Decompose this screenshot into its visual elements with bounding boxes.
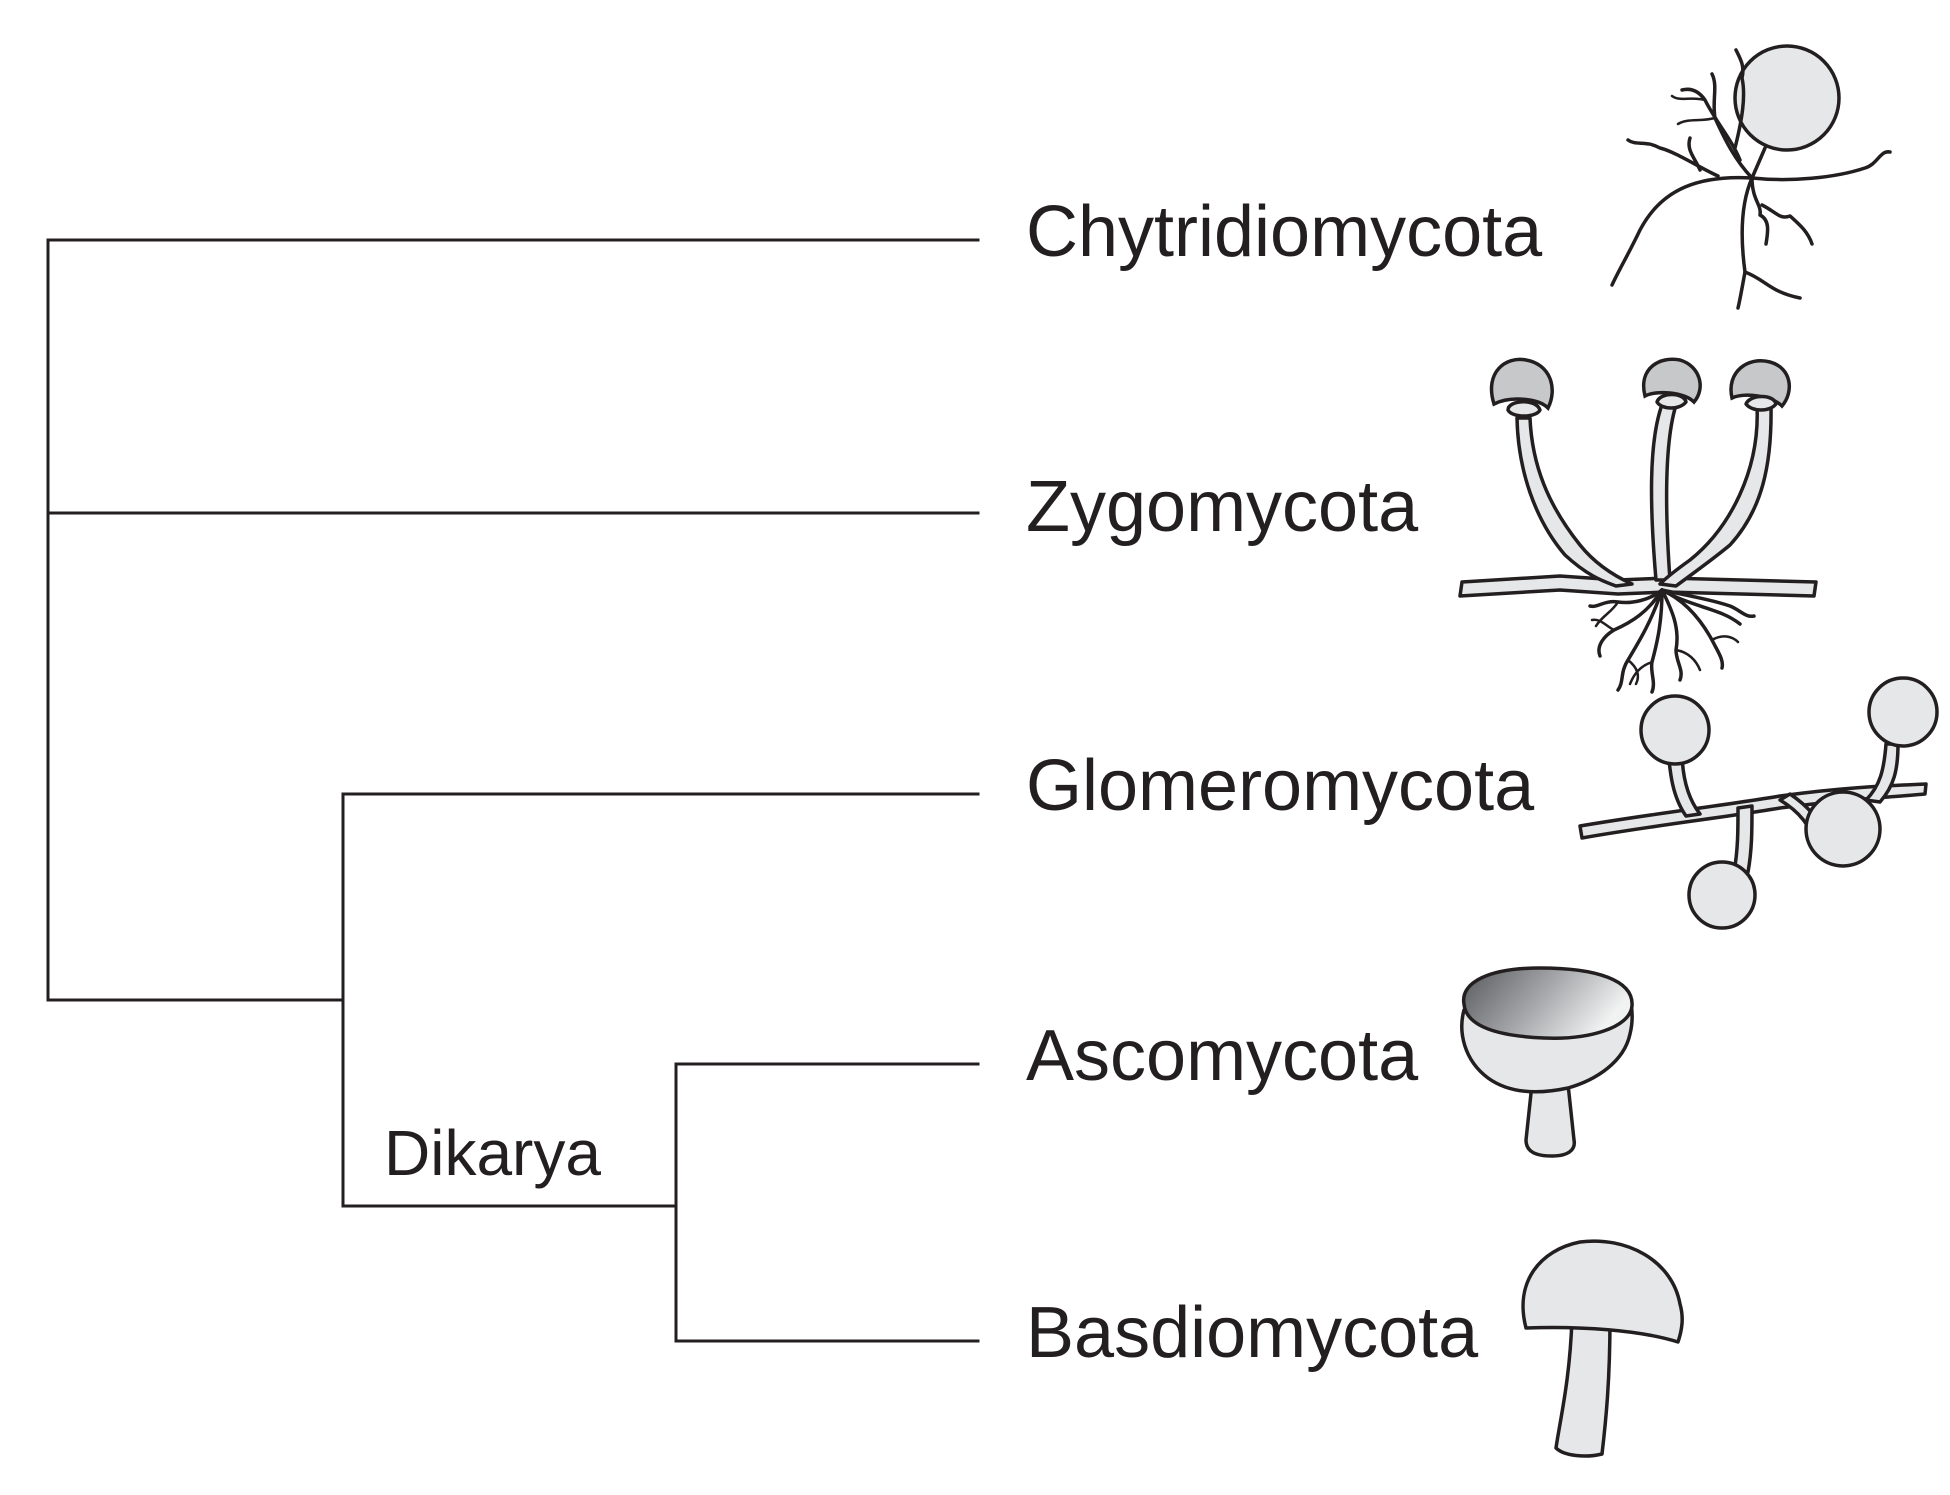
cup-fungus-icon [1460,966,1634,1158]
clade-label-dikarya: Dikarya [384,1117,601,1189]
glomeromycete-spores-icon [1578,676,1939,930]
taxon-labels: Chytridiomycota Zygomycota Glomeromycota… [1026,192,1543,1373]
label-glomeromycota: Glomeromycota [1026,746,1535,826]
label-chytridiomycota: Chytridiomycota [1026,192,1543,272]
rhizoids [1588,588,1756,694]
label-basidiomycota: Basdiomycota [1026,1293,1479,1373]
label-ascomycota: Ascomycota [1026,1016,1419,1096]
chytrid-sporangium-icon [1610,44,1892,310]
label-zygomycota: Zygomycota [1026,467,1419,547]
mushroom-icon [1521,1239,1684,1458]
tree-branches [46,238,980,1343]
zygomycete-sporangiophores-icon [1458,357,1818,694]
